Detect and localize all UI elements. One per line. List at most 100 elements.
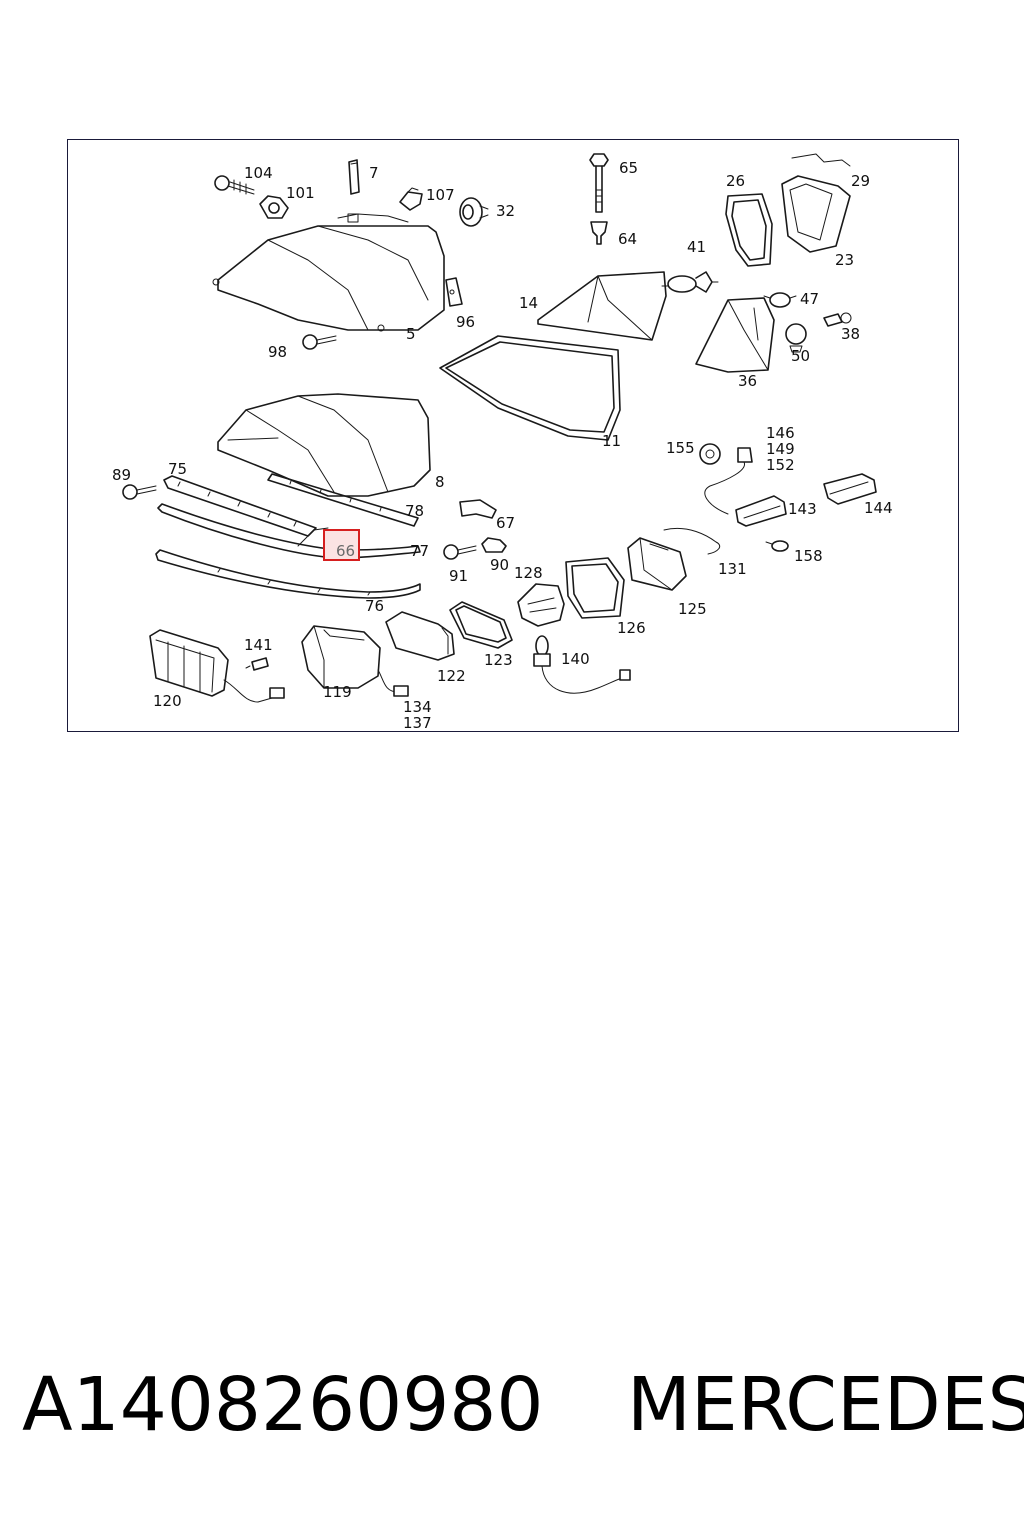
callout-89: 89 — [112, 466, 131, 484]
callout-75: 75 — [168, 460, 187, 478]
housing-125-icon — [627, 537, 687, 591]
bulb-50-icon — [785, 323, 807, 353]
callout-146: 146 — [766, 424, 795, 442]
bulb-47-icon — [763, 292, 797, 308]
parts-diagram-frame: 66 104 101 7 107 32 65 64 26 29 23 41 14… — [67, 139, 959, 732]
lens-8-icon — [217, 393, 431, 497]
socket-cable-146-icon — [704, 447, 753, 515]
svg-text:66: 66 — [336, 542, 355, 560]
callout-104: 104 — [244, 164, 273, 182]
bulb-141-icon — [245, 657, 269, 671]
fog-lamp-119-icon — [301, 625, 409, 697]
callout-140: 140 — [561, 650, 590, 668]
cable-131-icon — [663, 528, 721, 555]
side-marker-143-icon — [735, 495, 787, 527]
bulb-158-icon — [765, 540, 789, 552]
callout-143: 143 — [788, 500, 817, 518]
callout-47: 47 — [800, 290, 819, 308]
callout-120: 120 — [153, 692, 182, 710]
callout-32: 32 — [496, 202, 515, 220]
callout-50: 50 — [791, 347, 810, 365]
callout-11: 11 — [602, 432, 621, 450]
bracket-96-icon — [445, 277, 463, 307]
callout-101: 101 — [286, 184, 315, 202]
callout-7: 7 — [369, 164, 379, 182]
seal-frame-126-icon — [565, 557, 625, 619]
callout-98: 98 — [268, 343, 287, 361]
callout-5: 5 — [406, 325, 416, 343]
nut-90-icon — [481, 537, 507, 553]
screw-91-icon — [443, 544, 477, 560]
callout-131: 131 — [718, 560, 747, 578]
trim-strip-78-icon — [267, 473, 419, 527]
callout-126: 126 — [617, 619, 646, 637]
trim-strip-75-icon — [163, 475, 317, 537]
callout-125: 125 — [678, 600, 707, 618]
grommet-64-icon — [590, 221, 608, 245]
callout-64: 64 — [618, 230, 637, 248]
bulb-38-icon — [823, 312, 852, 327]
callout-155: 155 — [666, 439, 695, 457]
callout-23: 23 — [835, 251, 854, 269]
callout-26: 26 — [726, 172, 745, 190]
gasket-11-icon — [439, 335, 621, 441]
callout-41: 41 — [687, 238, 706, 256]
seal-ring-123-icon — [449, 601, 513, 649]
seal-76-icon — [155, 549, 421, 599]
callout-123: 123 — [484, 651, 513, 669]
grommet-155-icon — [699, 443, 721, 465]
callout-107: 107 — [426, 186, 455, 204]
callout-144: 144 — [864, 499, 893, 517]
lamp-122-icon — [385, 611, 455, 661]
callout-14: 14 — [519, 294, 538, 312]
callout-67: 67 — [496, 514, 515, 532]
callout-96: 96 — [456, 313, 475, 331]
callout-labels: 104 101 7 107 32 65 64 26 29 23 41 14 47… — [112, 159, 893, 730]
cable-29-icon — [791, 153, 851, 167]
callout-36: 36 — [738, 372, 757, 390]
brand-name: MERCEDES — [626, 1362, 1024, 1448]
adjuster-32-icon — [459, 197, 489, 227]
callout-65: 65 — [619, 159, 638, 177]
screw-89-icon — [122, 484, 157, 500]
screw-104-icon — [214, 175, 255, 195]
callout-137: 137 — [403, 714, 432, 730]
parts-diagram: 66 104 101 7 107 32 65 64 26 29 23 41 14… — [112, 153, 893, 730]
callout-77: 77 — [410, 542, 429, 560]
callout-38: 38 — [841, 325, 860, 343]
callout-78: 78 — [405, 502, 424, 520]
screw-98-icon — [302, 334, 337, 350]
lamp-housing-23-icon — [781, 175, 851, 253]
fog-lamp-120-icon — [149, 629, 285, 703]
part-caption: A1408260980 MERCEDES — [22, 1362, 1024, 1448]
bracket-67-icon — [459, 499, 497, 519]
side-lamp-144-icon — [823, 473, 877, 505]
callout-90: 90 — [490, 556, 509, 574]
callout-119: 119 — [323, 683, 352, 701]
seal-frame-26-icon — [725, 193, 773, 267]
callout-76: 76 — [365, 597, 384, 615]
callout-149: 149 — [766, 440, 795, 458]
callout-158: 158 — [794, 547, 823, 565]
reflector-14-icon — [537, 271, 667, 341]
callout-141: 141 — [244, 636, 273, 654]
pin-7-icon — [348, 159, 360, 195]
fog-lamp-128-icon — [517, 583, 565, 627]
callout-122: 122 — [437, 667, 466, 685]
bolt-65-icon — [589, 153, 609, 213]
highlighted-callout-66[interactable]: 66 — [323, 529, 360, 561]
callout-8: 8 — [435, 473, 445, 491]
callout-128: 128 — [514, 564, 543, 582]
indicator-lamp-36-icon — [695, 297, 775, 373]
callout-29: 29 — [851, 172, 870, 190]
callout-134: 134 — [403, 698, 432, 716]
seal-77-icon — [157, 503, 421, 559]
callout-91: 91 — [449, 567, 468, 585]
headlamp-housing-5-icon — [212, 213, 445, 332]
callout-152: 152 — [766, 456, 795, 474]
bulb-41-icon — [661, 271, 719, 293]
clip-107-icon — [399, 187, 423, 211]
part-number: A1408260980 — [22, 1362, 544, 1448]
bulb-cable-140-icon — [533, 635, 631, 694]
nut-101-icon — [259, 195, 289, 219]
